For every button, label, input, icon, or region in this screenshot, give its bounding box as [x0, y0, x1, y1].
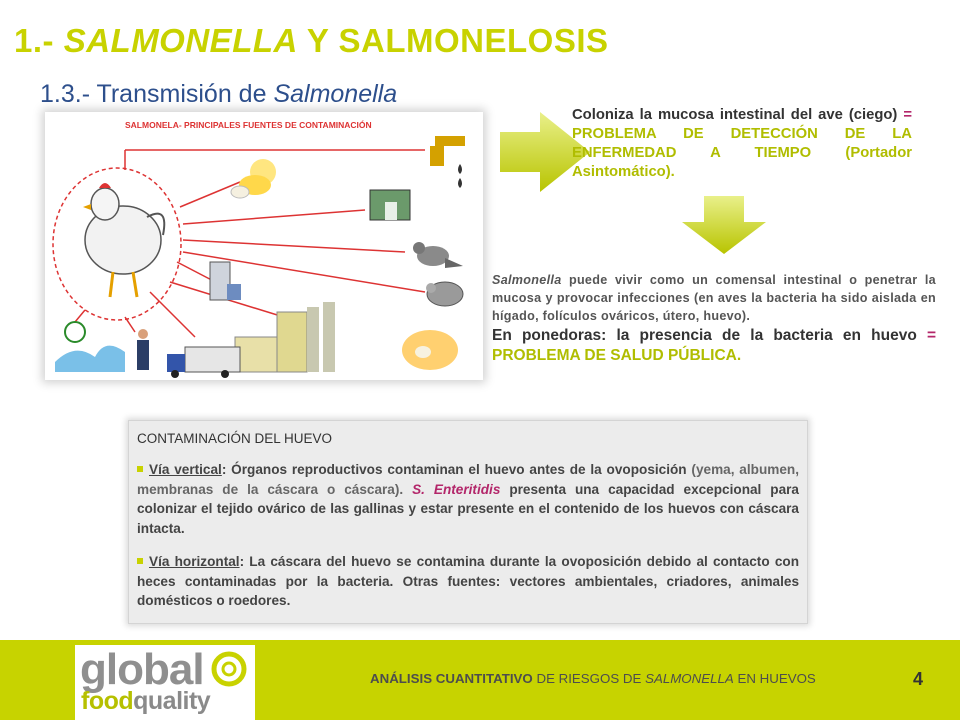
page-number: 4: [913, 669, 924, 689]
global-food-quality-logo: global foodquality: [75, 645, 255, 720]
egg-contamination-box: CONTAMINACIÓN DEL HUEVO Vía vertical: Ór…: [128, 420, 808, 624]
bullet-icon: [137, 466, 143, 472]
vertical-route-item: Vía vertical: Órganos reproductivos cont…: [137, 462, 799, 536]
slide-title: 1.- SALMONELLA Y SALMONELOSIS: [14, 22, 609, 59]
logo-ring-icon: [211, 651, 247, 687]
salmonella-paragraph-2: En ponedoras: la presencia de la bacteri…: [492, 327, 936, 364]
arrow-down-icon: [682, 196, 766, 254]
salmonella-paragraph-1: Salmonella puede vivir como un comensal …: [492, 273, 936, 323]
horizontal-route-item: Vía horizontal: La cáscara del huevo se …: [137, 554, 800, 608]
salmonella-description: Salmonella puede vivir como un comensal …: [492, 271, 936, 366]
slide-subtitle: 1.3.- Transmisión de Salmonella: [40, 80, 398, 108]
arrow-right-icon: [500, 112, 590, 192]
diagram-heading: SALMONELA- PRINCIPALES FUENTES DE CONTAM…: [125, 120, 372, 130]
bullet-icon: [137, 558, 143, 564]
contamination-sources-diagram: SALMONELA- PRINCIPALES FUENTES DE CONTAM…: [45, 112, 483, 380]
contamination-title: CONTAMINACIÓN DEL HUEVO: [137, 431, 333, 446]
footer-caption: ANÁLISIS CUANTITATIVO DE RIESGOS DE SALM…: [370, 671, 816, 686]
colonization-text: Coloniza la mucosa intestinal del ave (c…: [572, 107, 913, 180]
diagram-illustration: [52, 136, 465, 378]
